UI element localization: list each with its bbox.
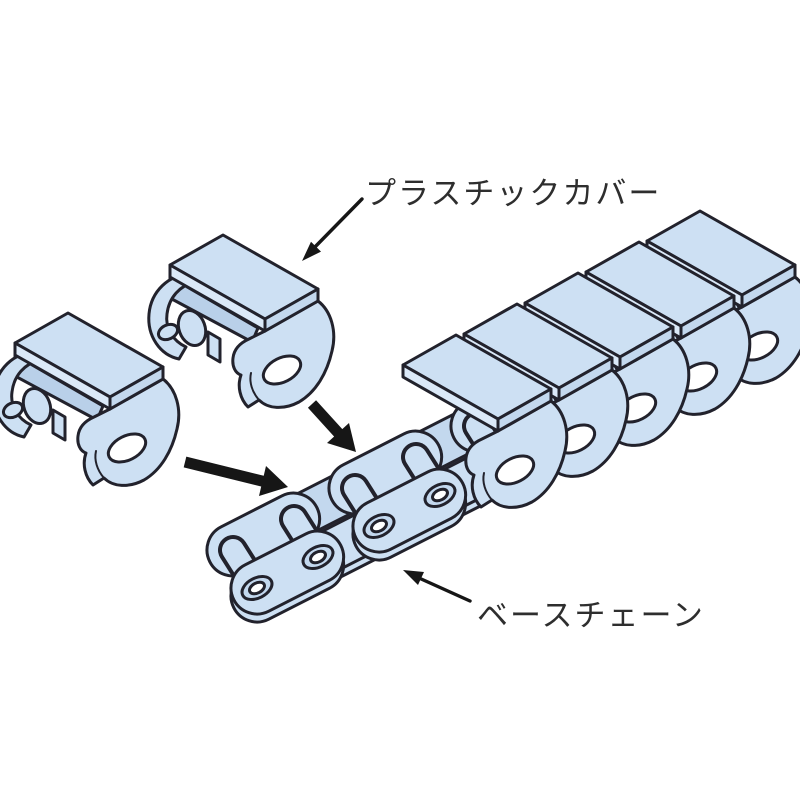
assembly-arrow-1 (183, 456, 288, 496)
plastic-cover-label: プラスチックカバー (365, 176, 661, 212)
plastic-cover-loose-2 (147, 233, 336, 409)
base-chain-pointer-arrow (403, 570, 472, 603)
assembly-arrow-2 (307, 400, 356, 452)
base-chain-label: ベースチェーン (477, 598, 705, 634)
plastic-cover-pointer-arrow (302, 197, 364, 261)
